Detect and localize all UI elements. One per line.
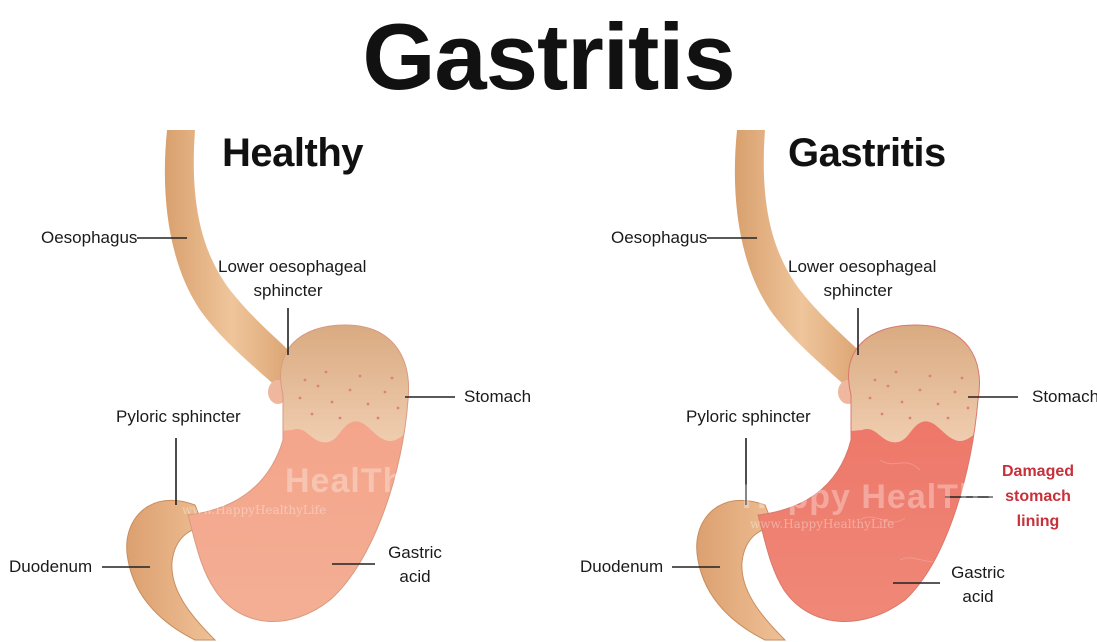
gastritis-stomach-illustration xyxy=(697,130,990,640)
healthy-heading: Healthy xyxy=(222,128,363,178)
gastritis-watermark: Happy HealThY xyxy=(742,478,1004,517)
damaged-lining-label-3: lining xyxy=(998,509,1078,534)
healthy-oesophagus-label: Oesophagus xyxy=(41,227,137,248)
gastritis-watermark-url: www.HappyHealthyLife xyxy=(750,517,894,531)
gastritis-heading: Gastritis xyxy=(788,128,946,178)
healthy-acid-label-1: Gastric xyxy=(385,542,445,563)
damaged-lining-label-2: stomach xyxy=(998,484,1078,509)
gastritis-pyloric-label: Pyloric sphincter xyxy=(686,406,811,427)
healthy-watermark: HealThY xyxy=(285,462,428,501)
damaged-lining-label-1: Damaged xyxy=(998,459,1078,484)
gastritis-les-label-1: Lower oesophageal xyxy=(788,256,928,277)
healthy-watermark-url: www.HappyHealthyLife xyxy=(182,503,326,517)
gastritis-stomach-label: Stomach xyxy=(1032,386,1097,407)
healthy-pyloric-label: Pyloric sphincter xyxy=(116,406,241,427)
healthy-acid-label-2: acid xyxy=(385,566,445,587)
healthy-les-label-2: sphincter xyxy=(218,280,358,301)
gastritis-oesophagus-label: Oesophagus xyxy=(611,227,707,248)
gastritis-les-label-2: sphincter xyxy=(788,280,928,301)
healthy-stomach-illustration xyxy=(127,130,420,640)
gastritis-acid-label-1: Gastric xyxy=(948,562,1008,583)
gastritis-duodenum-label: Duodenum xyxy=(580,556,663,577)
healthy-stomach-label: Stomach xyxy=(464,386,531,407)
healthy-les-label-1: Lower oesophageal xyxy=(218,256,358,277)
gastritis-acid-label-2: acid xyxy=(948,586,1008,607)
healthy-duodenum-label: Duodenum xyxy=(9,556,92,577)
